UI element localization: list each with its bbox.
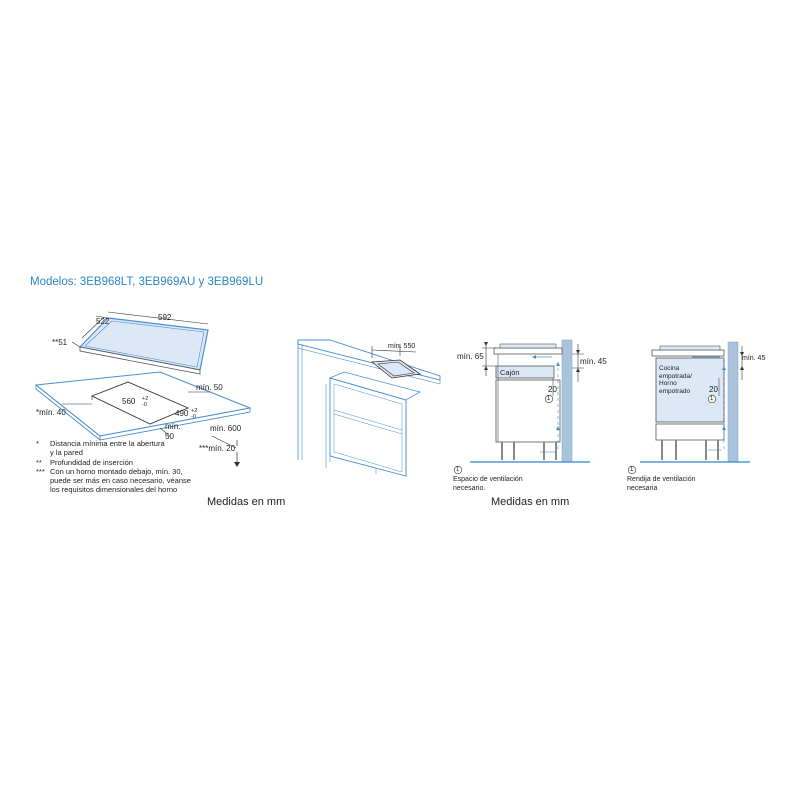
- dim-width-top: 592: [158, 313, 172, 322]
- page-title: Modelos: 3EB968LT, 3EB969AU y 3EB969LU: [30, 276, 264, 288]
- note-item: *** Con un horno montado debajo, mín. 30…: [36, 467, 200, 495]
- note-text: Con un horno montado debajo, mín. 30, pu…: [50, 466, 191, 495]
- dim-min-label: mín.: [165, 422, 181, 431]
- note-text: Distancia mínima entre la abertura y la …: [50, 439, 165, 458]
- dim-cut-depth-tol-minus: -0: [191, 414, 196, 420]
- unit-label-1: Medidas en mm: [207, 496, 286, 508]
- footnote-number-b: 1: [630, 467, 634, 473]
- note-mark: **: [36, 457, 42, 467]
- dim-min20: ***mín. 20: [199, 444, 236, 453]
- marker-circle: [544, 394, 554, 404]
- unit-label-2: Medidas en mm: [491, 496, 570, 508]
- dim-min600: mín. 600: [210, 424, 242, 433]
- note-item: * Distancia mínima entre la abertura y l…: [36, 439, 200, 458]
- note-text: Profundidad de inserción: [50, 457, 133, 467]
- note-mark: ***: [36, 466, 45, 476]
- dim-depth-top: 522: [96, 317, 110, 326]
- dim-50: 50: [165, 432, 174, 441]
- dim-cut-width-tol-minus: -0: [142, 402, 147, 408]
- marker-number-b: 1: [710, 396, 714, 402]
- dim-min45-b: mín. 45: [742, 355, 766, 362]
- oven-box: [655, 357, 725, 423]
- dim-20-b: 20: [709, 385, 718, 394]
- dim-cut-width: 560: [122, 397, 136, 406]
- footnote-marker: [627, 465, 637, 475]
- dim-min40: *mín. 40: [36, 408, 66, 417]
- drawer-box: [495, 365, 555, 379]
- marker-number: 1: [547, 396, 551, 402]
- notes-list: * Distancia mínima entre la abertura y l…: [36, 439, 200, 495]
- note-mark: *: [36, 439, 39, 448]
- drawer-label: Cajón: [500, 368, 520, 377]
- dim-20: 20: [548, 385, 557, 394]
- dim-min550: mín. 550: [388, 343, 416, 350]
- dim-min65: mín. 65: [457, 352, 484, 361]
- marker-circle: [707, 394, 717, 404]
- dim-cut-width-tol-plus: +2: [142, 396, 149, 402]
- footnote-number: 1: [456, 467, 460, 473]
- footnote-text-4: Rendija de ventilación necesaria: [627, 476, 696, 492]
- footnote-text-3: Espacio de ventilación necesario.: [453, 476, 523, 492]
- note-item: ** Profundidad de inserción: [36, 458, 200, 467]
- footnote-marker: [453, 465, 463, 475]
- dim-min45: mín. 45: [580, 357, 607, 366]
- dim-cut-depth: 490: [175, 409, 189, 418]
- dim-cut-depth-tol-plus: +2: [191, 408, 198, 414]
- appliance-label: Cocina empotrada/ Horno empotrado: [659, 365, 692, 395]
- wall: [727, 341, 739, 463]
- dim-insert-depth: **51: [52, 338, 68, 347]
- dim-min50-top: mín. 50: [196, 383, 223, 392]
